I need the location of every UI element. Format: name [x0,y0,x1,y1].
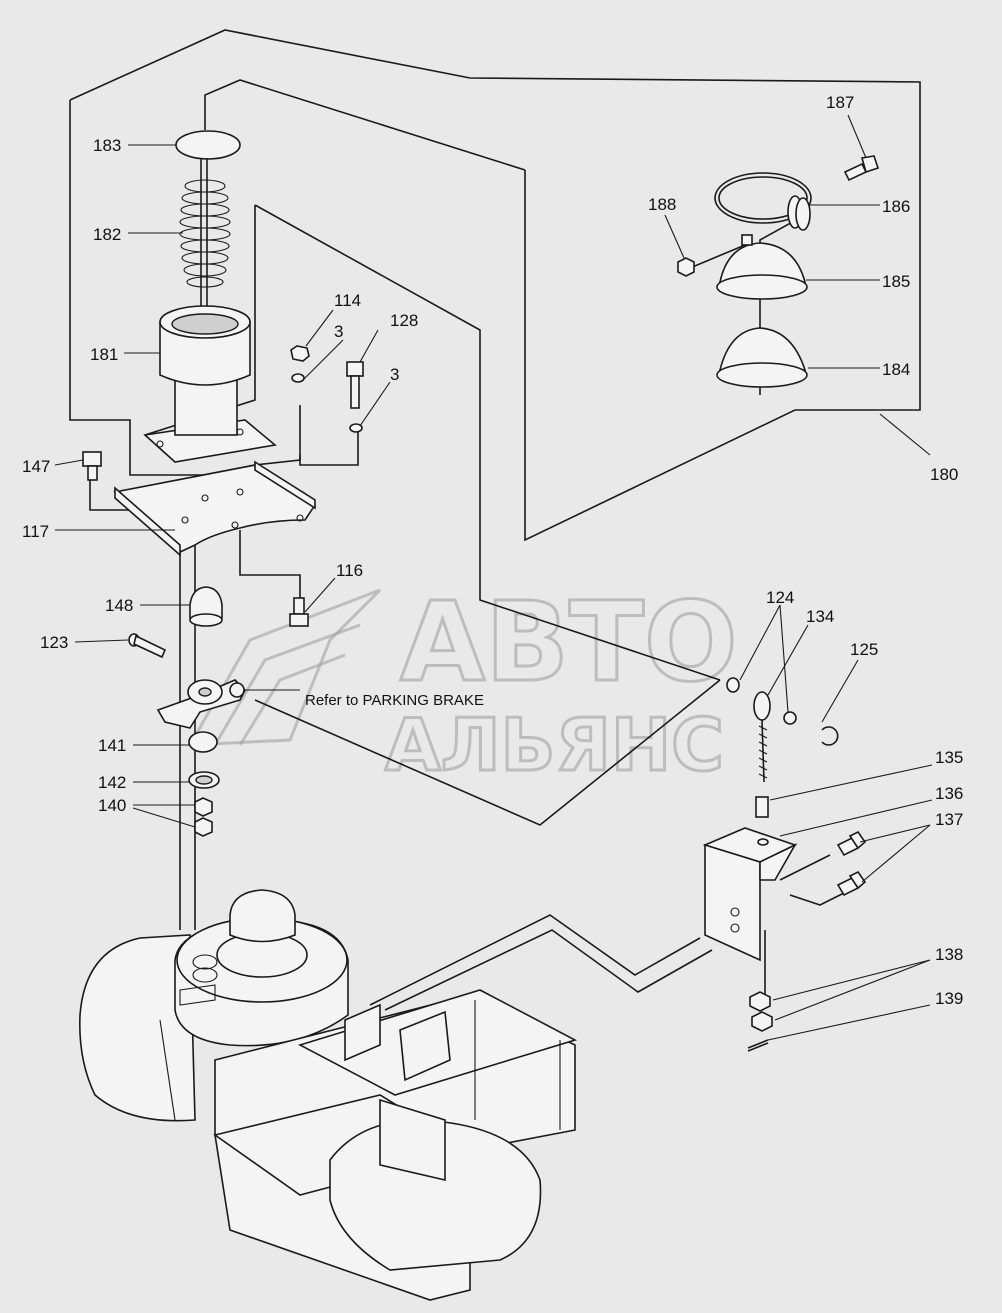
label-117: 117 [22,522,49,541]
label-148: 148 [105,596,133,615]
part-188-nut [677,257,695,277]
part-186-clamp-ring [714,172,812,231]
part-147-bolt [82,451,102,481]
part-187-bolt [843,155,880,182]
part-141-bushing [188,731,218,753]
part-123-pin [128,633,167,659]
watermark-logo: АВТО АЛЬЯНС [187,577,739,789]
part-182-spring [179,179,231,288]
part-117-bracket [113,460,317,557]
part-185-diaphragm [716,234,808,300]
label-185: 185 [882,272,910,291]
part-114-nut [290,345,310,362]
part-125-clip [821,726,839,746]
part-136-bracket [702,827,798,962]
label-116: 116 [336,561,363,580]
part-148-cap [189,586,223,627]
label-147: 147 [22,457,50,476]
label-186: 186 [882,197,910,216]
watermark-line1: АВТО [400,578,738,706]
part-140-nut-a [194,797,213,817]
part-3-washer-a [291,373,305,383]
refer-parking-brake-note: Refer to PARKING BRAKE [305,692,484,709]
label-181: 181 [90,345,118,364]
part-138-nut-a [749,991,771,1012]
label-3a: 3 [334,322,343,341]
part-128-bolt [346,361,364,409]
part-140-nut-b [194,817,213,837]
label-135: 135 [935,748,963,767]
label-142: 142 [98,773,126,792]
part-184-diaphragm [716,327,808,388]
part-181-housing [143,305,277,463]
label-114: 114 [334,291,361,310]
label-123: 123 [40,633,68,652]
label-183: 183 [93,136,121,155]
watermark-line2: АЛЬЯНС [385,703,724,787]
label-139: 139 [935,989,963,1008]
part-135-sleeve [755,796,769,818]
part-183-cap [175,130,241,310]
label-128: 128 [390,311,418,330]
leader-lines [54,114,933,1041]
part-139-cotter-pin [747,1039,769,1052]
assembly-outline [69,29,921,1011]
label-134: 134 [806,607,834,626]
label-184: 184 [882,360,910,379]
part-labels: 183 182 181 114 3 128 3 147 117 116 148 … [22,93,963,1008]
label-140: 140 [98,796,126,815]
lever-assembly [156,679,246,729]
label-180: 180 [930,465,958,484]
part-142-seal [188,771,220,789]
part-124-washer-b [783,711,797,725]
label-137: 137 [935,810,963,829]
part-138-nut-b [751,1011,773,1032]
label-125: 125 [850,640,878,659]
label-141: 141 [98,736,126,755]
part-116-bolt [289,597,309,627]
label-124: 124 [766,588,794,607]
label-188: 188 [648,195,676,214]
label-136: 136 [935,784,963,803]
part-3-washer-b [349,423,363,433]
part-137-bolt-b [836,870,867,897]
label-182: 182 [93,225,121,244]
label-138: 138 [935,945,963,964]
part-124-washer-a [726,677,740,693]
part-137-bolt-a [836,830,867,857]
label-187: 187 [826,93,854,112]
transmission-housing [78,889,578,1301]
part-134-clevis [753,691,771,783]
label-3b: 3 [390,365,399,384]
